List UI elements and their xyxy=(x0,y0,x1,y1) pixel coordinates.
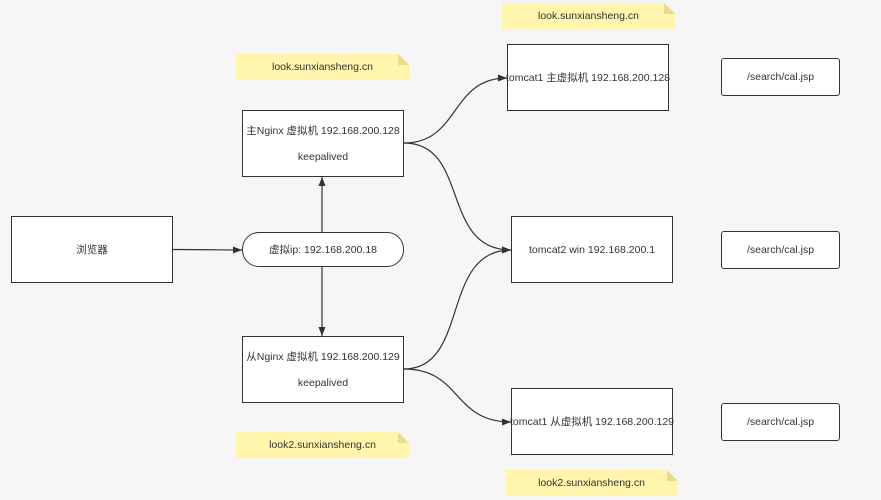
node-label: 主Nginx 虚拟机 192.168.200.128 xyxy=(246,124,400,137)
note-fold-icon xyxy=(664,3,675,14)
note-text: look2.sunxiansheng.cn xyxy=(269,439,376,451)
node-nginx-master[interactable]: 主Nginx 虚拟机 192.168.200.128 keepalived xyxy=(242,110,404,177)
node-path-1[interactable]: /search/cal.jsp xyxy=(721,58,840,96)
note-fold-icon xyxy=(667,470,678,481)
note-look2-bottom-right: look2.sunxiansheng.cn xyxy=(505,470,678,496)
note-look-left: look.sunxiansheng.cn xyxy=(236,54,409,80)
edge-nginx-slave-to-tomcat-slave xyxy=(403,368,512,426)
note-text: look.sunxiansheng.cn xyxy=(272,61,373,73)
node-label: /search/cal.jsp xyxy=(746,244,815,256)
node-tomcat-slave[interactable]: tomcat1 从虚拟机 192.168.200.129 xyxy=(510,388,675,455)
node-nginx-slave[interactable]: 从Nginx 虚拟机 192.168.200.129 keepalived xyxy=(242,336,404,403)
node-label: tomcat2 win 192.168.200.1 xyxy=(528,243,656,256)
node-tomcat-master[interactable]: tomcat1 主虚拟机 192.168.200.128 xyxy=(506,44,671,111)
node-label: 浏览器 xyxy=(76,243,108,256)
node-sublabel: keepalived xyxy=(297,376,349,389)
node-label: /search/cal.jsp xyxy=(746,416,815,428)
edge-nginx-master-to-tomcat-master xyxy=(403,74,508,144)
node-label: 虚拟ip: 192.168.200.18 xyxy=(269,243,377,256)
note-text: look2.sunxiansheng.cn xyxy=(538,477,645,489)
note-look2-left: look2.sunxiansheng.cn xyxy=(236,432,409,458)
node-path-2[interactable]: /search/cal.jsp xyxy=(721,231,840,269)
node-label: tomcat1 主虚拟机 192.168.200.128 xyxy=(506,71,671,84)
node-sublabel: keepalived xyxy=(297,150,349,163)
note-fold-icon xyxy=(398,432,409,443)
node-label: 从Nginx 虚拟机 192.168.200.129 xyxy=(246,350,400,363)
node-virtual-ip[interactable]: 虚拟ip: 192.168.200.18 xyxy=(242,232,404,267)
node-label: tomcat1 从虚拟机 192.168.200.129 xyxy=(510,415,675,428)
note-fold-icon xyxy=(398,54,409,65)
edge-nginx-slave-to-tomcat-win xyxy=(403,246,512,370)
edge-nginx-master-to-tomcat-win xyxy=(403,142,512,254)
note-look-top-right: look.sunxiansheng.cn xyxy=(502,3,675,29)
node-path-3[interactable]: /search/cal.jsp xyxy=(721,403,840,441)
edge-browser-to-vip xyxy=(172,246,243,254)
note-text: look.sunxiansheng.cn xyxy=(538,10,639,22)
node-label: /search/cal.jsp xyxy=(746,71,815,83)
node-tomcat-win[interactable]: tomcat2 win 192.168.200.1 xyxy=(511,216,673,283)
node-browser[interactable]: 浏览器 xyxy=(11,216,173,283)
